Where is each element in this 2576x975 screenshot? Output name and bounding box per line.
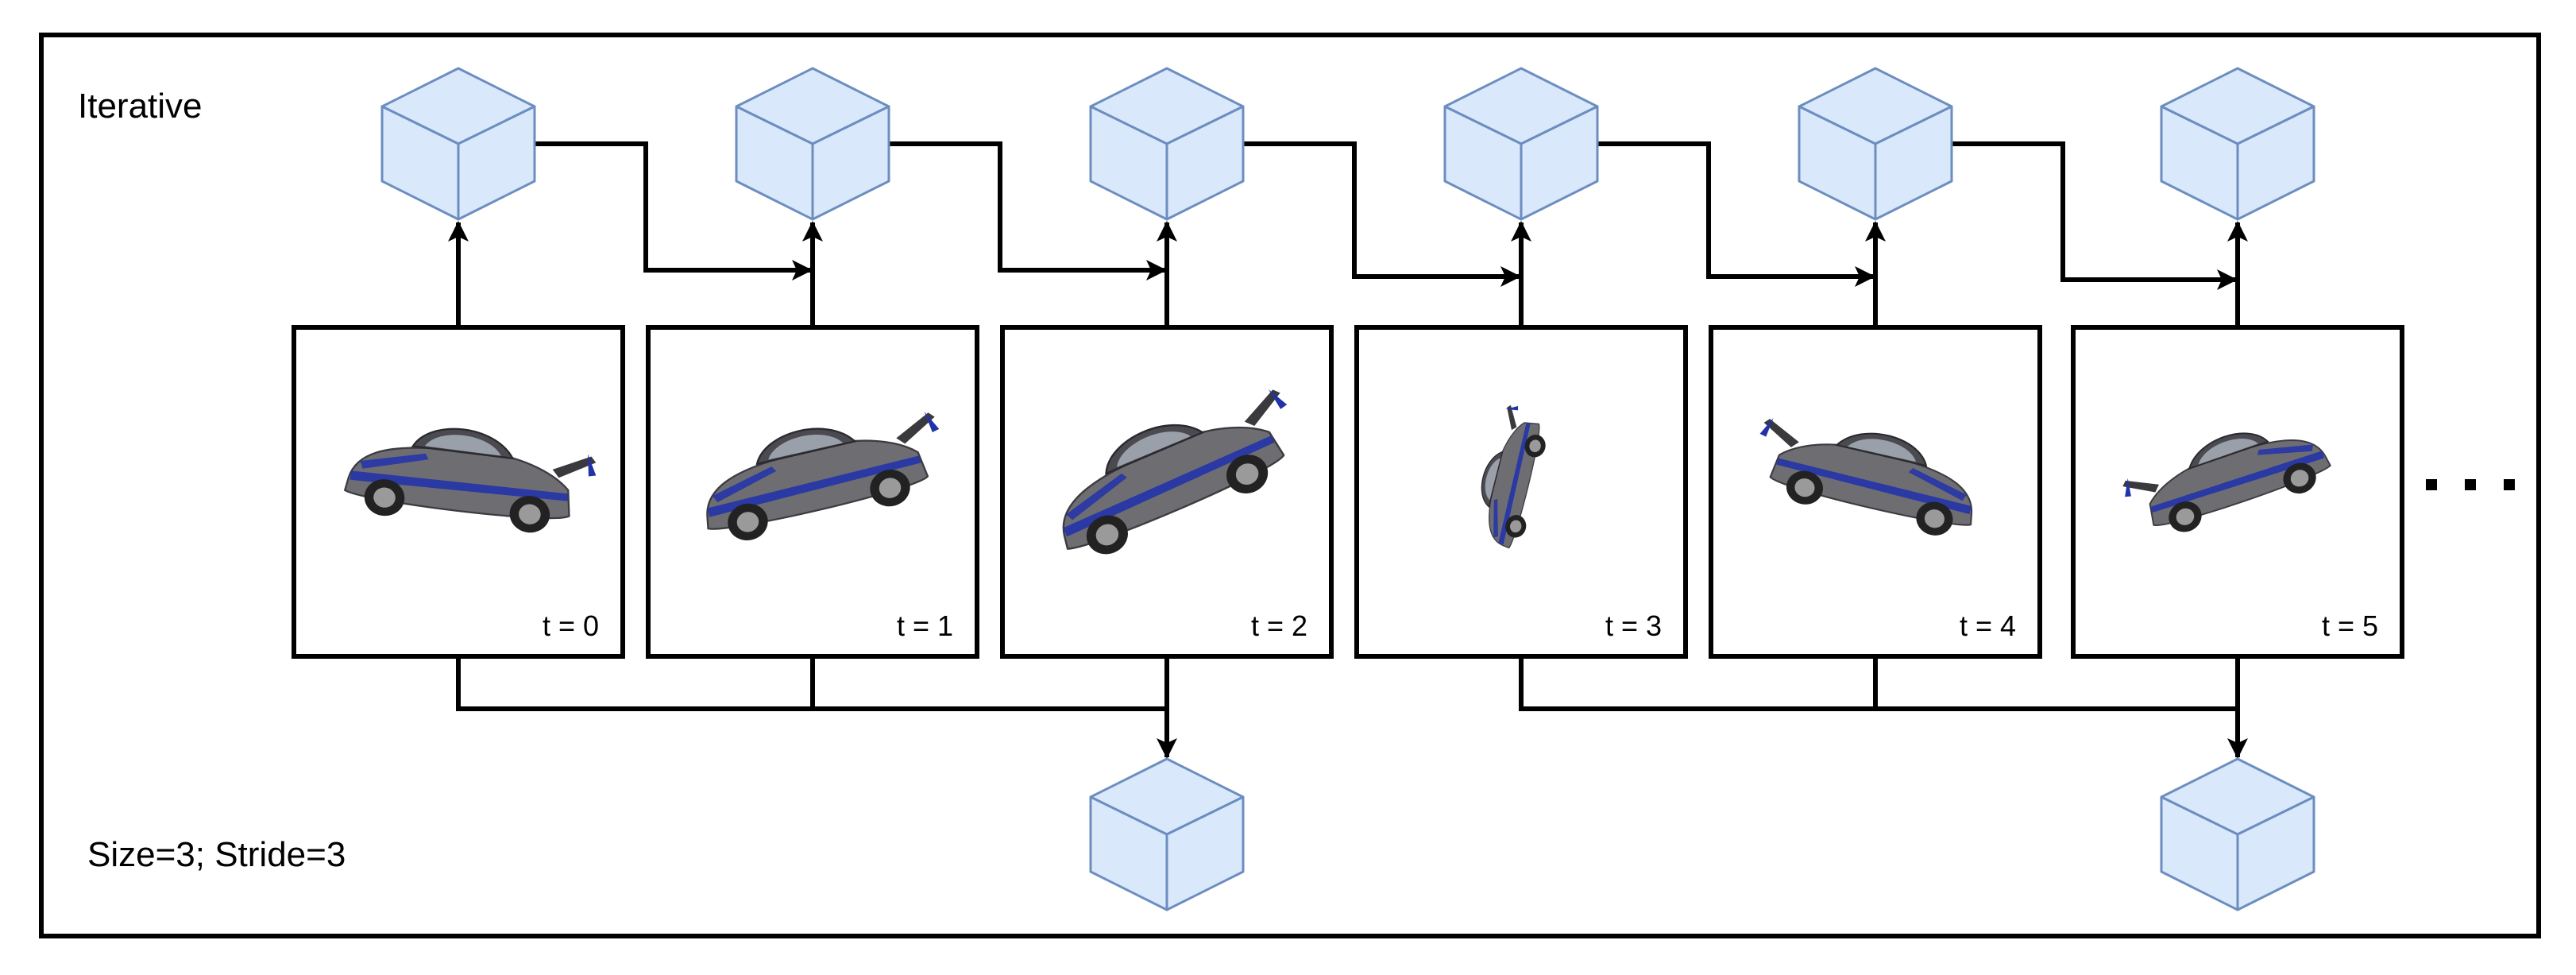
state-propagation-arrow [889, 141, 1167, 281]
iterative-states [380, 67, 2315, 221]
frame-timestep-label: t = 2 [1251, 609, 1307, 642]
car-render-image [1481, 404, 1546, 549]
car-render-image [2122, 432, 2331, 532]
frame-timestep-label: t = 5 [2322, 609, 2378, 642]
frame-4: t = 4 [1709, 325, 2042, 659]
top-cube-icon [1798, 67, 1953, 221]
top-cube-icon [2160, 67, 2315, 221]
top-cube-icon [1443, 67, 1599, 221]
top-cube-icon [380, 67, 536, 221]
frame-timestep-label: t = 4 [1960, 609, 2016, 642]
frame-1: t = 1 [646, 325, 979, 659]
window-states [1089, 757, 2315, 911]
frame-2: t = 2 [1000, 325, 1334, 659]
state-propagation-arrow [1597, 141, 1875, 287]
connectors [448, 141, 2248, 759]
frames: t = 0 t = 1 t = 2 t = 3 t = 4 t = 5 [292, 325, 2404, 659]
frame-timestep-label: t = 1 [897, 609, 953, 642]
frame-timestep-label: t = 0 [543, 609, 599, 642]
size-stride-label: Size=3; Stride=3 [87, 835, 346, 874]
frame-5: t = 5 [2071, 325, 2404, 659]
top-cube-icon [1089, 67, 1245, 221]
state-propagation-arrow [1243, 141, 1521, 287]
frame-3: t = 3 [1354, 325, 1688, 659]
car-render-image [1759, 417, 1973, 536]
top-cube-icon [735, 67, 890, 221]
iterative-label: Iterative [78, 87, 203, 126]
continuation-ellipsis [2426, 479, 2515, 490]
car-render-image [1062, 389, 1288, 555]
car-render-image [343, 428, 597, 533]
state-propagation-arrow [535, 141, 813, 281]
car-render-image [706, 411, 940, 541]
state-propagation-arrow [1952, 141, 2238, 290]
bottom-cube-icon [2160, 757, 2315, 911]
bottom-cube-icon [1089, 757, 1245, 911]
frame-timestep-label: t = 3 [1605, 609, 1662, 642]
frame-0: t = 0 [292, 325, 625, 659]
